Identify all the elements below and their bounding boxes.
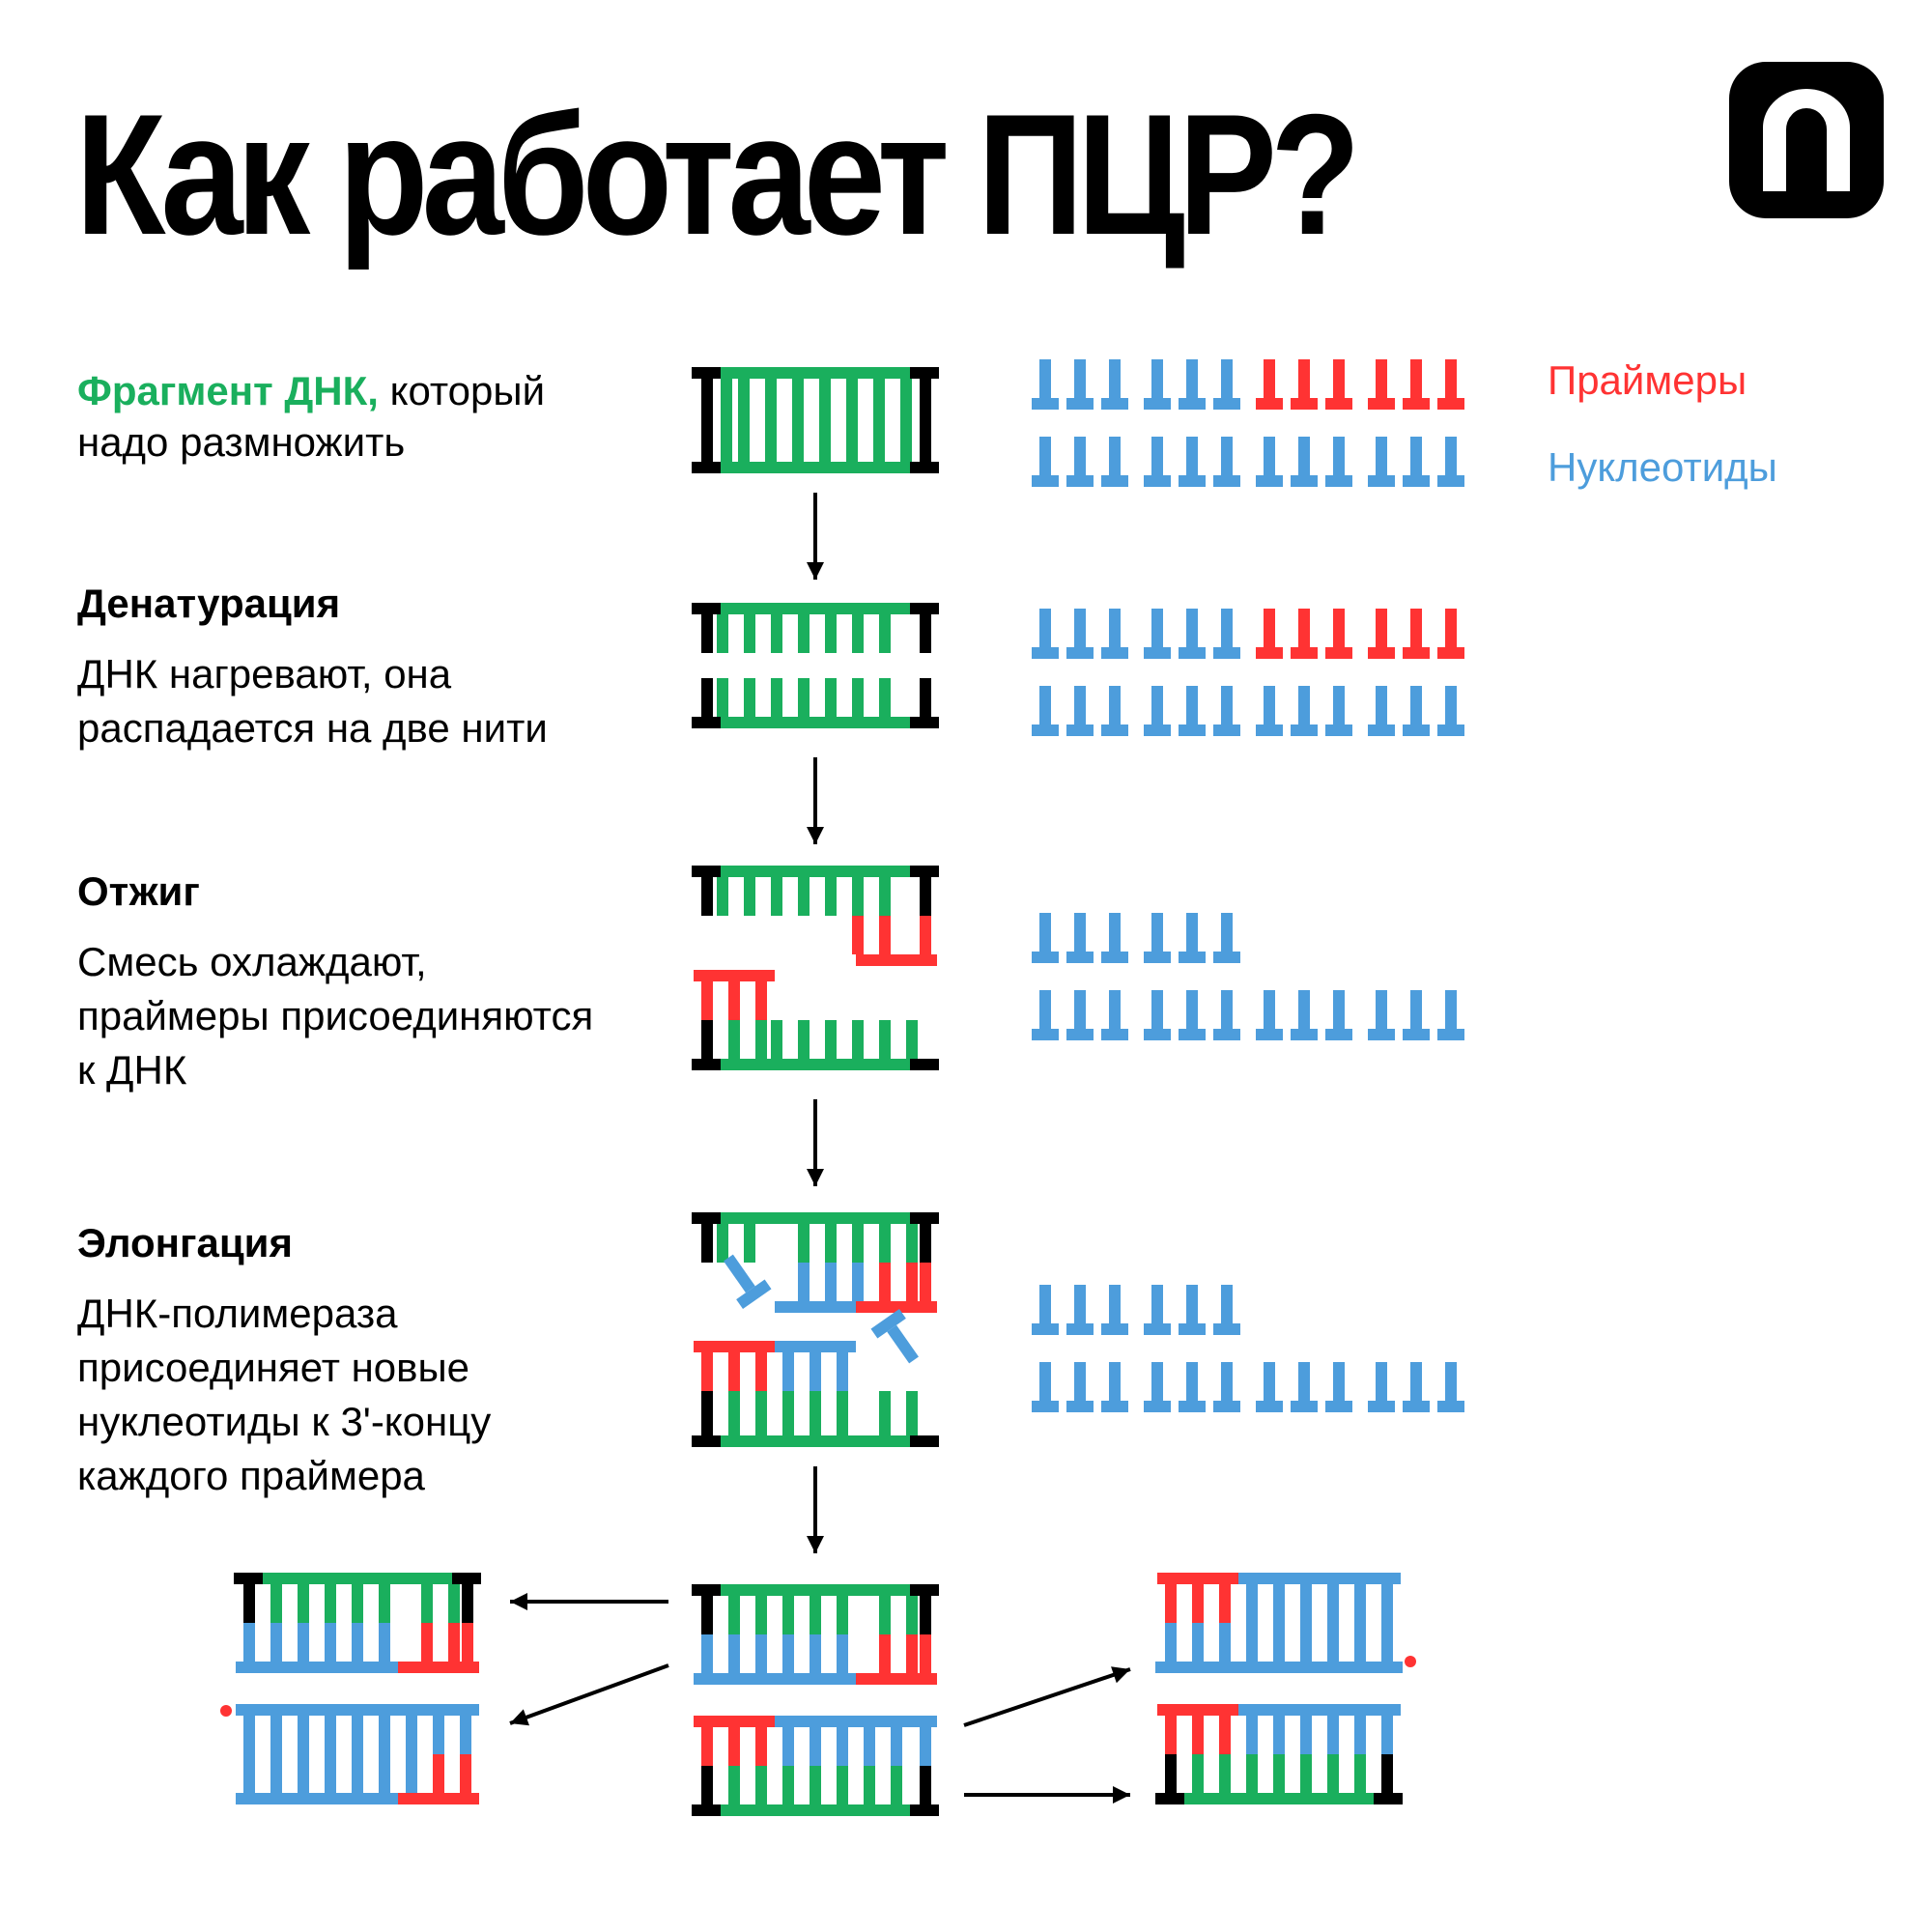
step-fragment: Фрагмент ДНК, который надо размножить — [77, 367, 545, 469]
product-right-top — [1155, 1573, 1416, 1673]
legend-primers: Праймеры — [1548, 357, 1747, 403]
fragment-head-rest: который — [378, 368, 546, 413]
step-description: ДНК-полимераза присоединяет новые нуклео… — [77, 1291, 492, 1499]
step-elongation: Элонгация ДНК-полимераза присоединяет но… — [77, 1219, 570, 1503]
arrow-icon — [510, 1593, 668, 1610]
step-description: Смесь охлаждают, праймеры присоединяются… — [77, 939, 594, 1094]
step-description: ДНК нагревают, она распадается на две ни… — [77, 651, 548, 752]
elongating-top — [692, 1212, 939, 1313]
free-nucleotide-icon — [870, 1309, 919, 1364]
annealed-bottom — [692, 970, 939, 1070]
legend-nucleotides: Нуклеотиды — [1548, 444, 1777, 490]
arrow-icon — [807, 757, 824, 844]
step-heading: Денатурация — [77, 581, 341, 626]
dna-fragment — [692, 367, 939, 473]
arrow-icon — [509, 1663, 669, 1726]
product-center-bottom — [692, 1716, 939, 1816]
arrow-icon — [807, 1466, 824, 1553]
fragment-highlight: Фрагмент ДНК, — [77, 368, 379, 413]
arch-logo-icon — [1763, 89, 1850, 191]
step-annealing: Отжиг Смесь охлаждают, праймеры присоеди… — [77, 867, 599, 1097]
step-heading: Элонгация — [77, 1220, 293, 1265]
nucleotide-pool — [1032, 359, 1464, 487]
page-title: Как работает ПЦР? — [75, 78, 1361, 270]
brand-logo — [1729, 62, 1884, 218]
arrow-icon — [964, 1786, 1130, 1804]
product-right-bottom — [1155, 1704, 1403, 1804]
elongating-bottom — [692, 1341, 939, 1447]
nucleotide-pool — [1032, 913, 1464, 1040]
product-center-top — [692, 1584, 939, 1685]
annealed-top — [692, 866, 939, 966]
free-nucleotide-icon — [724, 1254, 772, 1309]
arrow-icon — [807, 493, 824, 580]
step-denaturation: Денатурация ДНК нагревают, она распадает… — [77, 580, 618, 755]
step-heading: Отжиг — [77, 868, 200, 914]
fragment-body: надо размножить — [77, 419, 406, 466]
product-left-top — [234, 1573, 481, 1673]
nucleotide-pool — [1032, 609, 1464, 736]
dna-strand-bottom — [692, 678, 939, 728]
product-left-bottom — [220, 1704, 479, 1804]
arrow-icon — [807, 1099, 824, 1186]
arrow-icon — [963, 1666, 1131, 1727]
nucleotide-pool — [1032, 1285, 1464, 1412]
dna-strand-top — [692, 603, 939, 653]
